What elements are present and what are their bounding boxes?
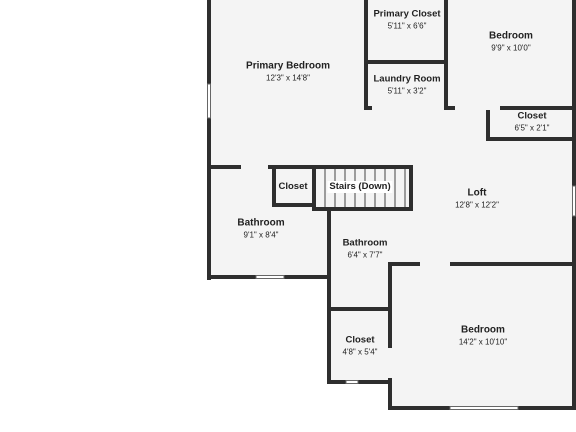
room-name: Stairs (Down): [329, 181, 391, 192]
room-dimensions: 12'3" x 14'8": [266, 73, 310, 83]
room-name: Bedroom: [461, 324, 505, 336]
room-dimensions: 5'11" x 6'6": [387, 21, 427, 31]
room-closet-small: Closet: [278, 181, 307, 193]
room-name: Closet: [345, 334, 375, 346]
room-dimensions: 6'5" x 2'1": [514, 123, 550, 133]
room-name: Closet: [517, 110, 547, 122]
room-dimensions: 9'1" x 8'4": [243, 230, 279, 240]
room-bedroom-top: Bedroom 9'9" x 10'0": [489, 31, 533, 54]
room-primary-bedroom: Primary Bedroom 12'3" x 14'8": [246, 61, 330, 84]
room-bedroom-bottom: Bedroom 14'2" x 10'10": [459, 325, 507, 348]
room-name: Closet: [278, 181, 308, 192]
room-laundry: Laundry Room 5'11" x 3'2": [373, 74, 440, 97]
windows: [207, 83, 576, 410]
room-dimensions: 9'9" x 10'0": [491, 43, 531, 53]
room-loft: Loft 12'8" x 12'2": [455, 188, 499, 211]
room-name: Bedroom: [489, 30, 533, 42]
room-dimensions: 6'4" x 7'7": [347, 250, 383, 260]
room-dimensions: 14'2" x 10'10": [458, 337, 508, 347]
room-dimensions: 12'8" x 12'2": [455, 200, 499, 210]
room-name: Primary Bedroom: [246, 60, 330, 72]
room-name: Laundry Room: [373, 73, 441, 85]
room-dimensions: 4'8" x 5'4": [342, 347, 378, 357]
room-name: Bathroom: [237, 217, 285, 229]
room-name: Loft: [467, 187, 487, 199]
room-bathroom-left: Bathroom 9'1" x 8'4": [237, 218, 284, 241]
room-primary-closet: Primary Closet 5'11" x 6'6": [373, 9, 440, 32]
room-stairs: Stairs (Down): [327, 181, 393, 193]
room-name: Primary Closet: [373, 8, 441, 20]
room-name: Bathroom: [342, 237, 388, 249]
room-closet-bottom: Closet 4'8" x 5'4": [343, 335, 378, 358]
room-bathroom-mid: Bathroom 6'4" x 7'7": [343, 238, 388, 261]
door-openings: [364, 106, 500, 378]
room-dimensions: 5'11" x 3'2": [387, 86, 427, 96]
room-closet-right: Closet 6'5" x 2'1": [515, 111, 550, 134]
